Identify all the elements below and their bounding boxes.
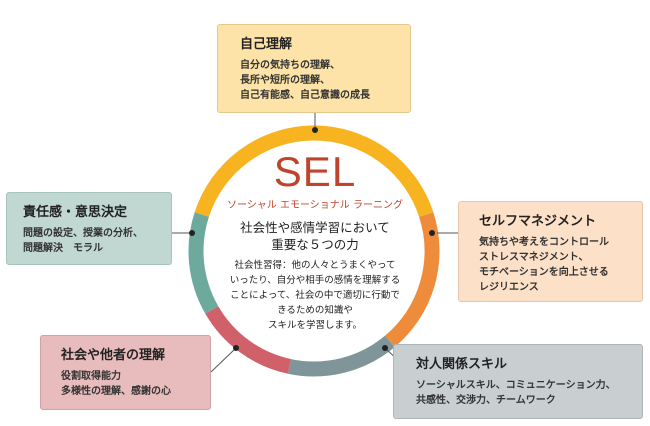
- box-title: 対人関係スキル: [416, 357, 508, 372]
- sel-title: SEL: [273, 148, 357, 195]
- dot-right: [429, 230, 435, 236]
- box-body: ソーシャルスキル、コミュニケーション力、 共感性、交渉力、チームワーク: [416, 380, 616, 406]
- box-title: 責任感・意思決定: [23, 205, 128, 220]
- box-self-management: セルフマネジメント 気持ちや考えをコントロール ストレスマネジメント、 モチベー…: [458, 201, 643, 302]
- center-description: 社会性習得：他の人々とうまくやって いったり、自分や相手の感情を理解する ことに…: [229, 260, 401, 331]
- connector-bottom-left: [210, 347, 237, 373]
- center-heading: 社会性や感情学習において 重要な５つの力: [240, 220, 390, 252]
- box-title: セルフマネジメント: [479, 214, 597, 229]
- box-body: 問題の設定、授業の分析、 問題解決 モラル: [23, 228, 143, 254]
- sel-subtitle: ソーシャル エモーショナル ラーニング: [227, 200, 403, 211]
- segment-responsibility: [188, 212, 219, 314]
- dot-left: [189, 230, 195, 236]
- dot-top: [312, 127, 318, 133]
- box-self-awareness: 自己理解 自分の気持ちの理解、 長所や短所の理解、 自己有能感、自己意識の成長: [217, 24, 411, 113]
- segment-self-awareness: [194, 125, 434, 217]
- center-text: SEL ソーシャル エモーショナル ラーニング 社会性や感情学習において 重要な…: [215, 150, 415, 333]
- box-relationship-skills: 対人関係スキル ソーシャルスキル、コミュニケーション力、 共感性、交渉力、チーム…: [393, 344, 643, 419]
- box-body: 役割取得能力 多様性の理解、感謝の心: [61, 371, 171, 397]
- box-social-awareness: 社会や他者の理解 役割取得能力 多様性の理解、感謝の心: [40, 335, 211, 410]
- segment-relationship: [287, 335, 395, 377]
- dot-bottom-left: [233, 345, 239, 351]
- box-body: 気持ちや考えをコントロール ストレスマネジメント、 モチベーションを向上させる …: [479, 237, 609, 293]
- box-title: 自己理解: [240, 37, 293, 52]
- box-responsibility: 責任感・意思決定 問題の設定、授業の分析、 問題解決 モラル: [6, 192, 172, 265]
- segment-social-awareness: [205, 306, 292, 374]
- dot-bottom-right: [382, 345, 388, 351]
- box-title: 社会や他者の理解: [61, 348, 166, 363]
- box-body: 自分の気持ちの理解、 長所や短所の理解、 自己有能感、自己意識の成長: [240, 60, 370, 101]
